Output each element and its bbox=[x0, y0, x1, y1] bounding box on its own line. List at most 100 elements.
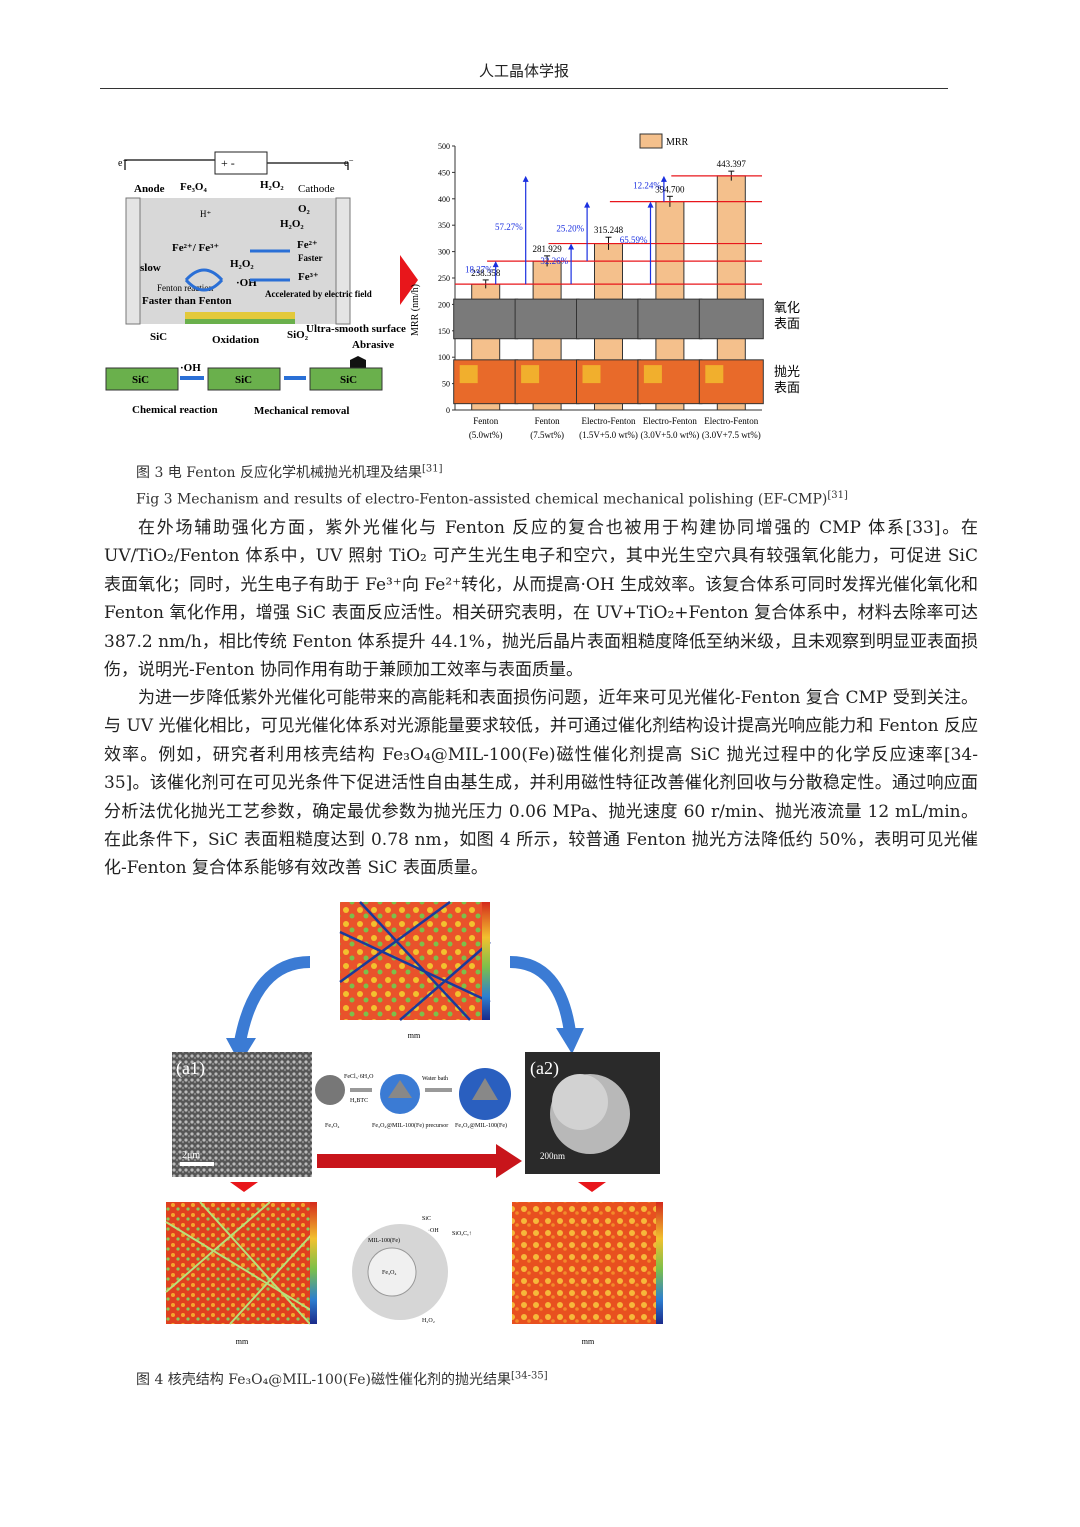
h2o2-mid-label: H₂O₂ bbox=[280, 218, 304, 230]
percent-label-3: 25.20% bbox=[556, 223, 584, 233]
sic-1-label: SiC bbox=[132, 374, 149, 386]
x-tick-label-4: Electro-Fenton bbox=[643, 416, 697, 426]
e-minus-left: e⁻ bbox=[118, 158, 128, 169]
faster-than-fenton-label: Faster than Fenton bbox=[142, 295, 232, 307]
accelerated-label: Accelerated by electric field bbox=[265, 289, 372, 299]
chemical-reaction-label: Chemical reaction bbox=[132, 404, 218, 416]
cathode-label: Cathode bbox=[298, 183, 335, 195]
polished-surface-texture-3 bbox=[582, 365, 601, 384]
synth-fe3o4: Fe₃O₄ bbox=[325, 1123, 340, 1129]
afm-left-xlabel: mm bbox=[236, 1337, 249, 1346]
h2o2-top-label: H₂O₂ bbox=[260, 179, 284, 191]
x-tick-label-2: Fenton bbox=[535, 416, 561, 426]
y-tick-label: 100 bbox=[438, 353, 450, 362]
x-tick-label-1: Fenton bbox=[473, 416, 499, 426]
anode-label: Anode bbox=[134, 183, 165, 195]
y-tick-label: 150 bbox=[438, 327, 450, 336]
bar-value-label-2: 281.929 bbox=[532, 244, 562, 254]
side-label-polished-1: 抛光 bbox=[774, 364, 800, 379]
figure-4-caption: 图 4 核壳结构 Fe₃O₄@MIL-100(Fe)磁性催化剂的抛光结果[34-… bbox=[136, 1370, 548, 1388]
sic-3-label: SiC bbox=[340, 374, 357, 386]
oxidation-label: Oxidation bbox=[212, 334, 259, 346]
synth-reagent2: H₃BTC bbox=[350, 1098, 368, 1104]
body-paragraph-2: 为进一步降低紫外光催化可能带来的高能耗和表面损伤问题，近年来可见光催化-Fent… bbox=[104, 688, 978, 879]
oxidized-surface-image-4 bbox=[637, 298, 703, 340]
synth-reagent1: FeCl₃·6H₂O bbox=[344, 1074, 374, 1080]
sem-image-a1: (a1) 2μm bbox=[172, 1052, 312, 1177]
bar-value-label-4: 394.700 bbox=[655, 184, 685, 194]
x-tick-sublabel-2: (7.5wt%) bbox=[530, 430, 564, 440]
side-label-oxidized-1: 氧化 bbox=[774, 300, 800, 315]
x-tick-sublabel-3: (1.5V+5.0 wt%) bbox=[579, 430, 638, 440]
percent-label-2: 57.27% bbox=[495, 222, 523, 232]
scale-a2-label: 200nm bbox=[540, 1151, 565, 1161]
percent-label-6: 12.24% bbox=[633, 181, 661, 191]
improvement-arrowhead-3 bbox=[584, 201, 591, 208]
afm-top-xlabel: mm bbox=[408, 1031, 421, 1040]
mech-oh: ·OH bbox=[428, 1228, 439, 1234]
y-tick-label: 350 bbox=[438, 221, 450, 230]
e-minus-right: e⁻ bbox=[344, 158, 354, 169]
figure-4: mm (a1) 2μm FeCl₃·6H₂O H₃BTC Water bath … bbox=[165, 900, 663, 1346]
synth-precursor: Fe₃O₄@MIL-100(Fe) precursor bbox=[372, 1122, 448, 1129]
oh-bottom-label: ·OH bbox=[180, 362, 201, 374]
x-tick-sublabel-5: (3.0V+7.5 wt%) bbox=[702, 430, 761, 440]
mech-sic: SiC bbox=[422, 1216, 431, 1222]
left-curved-arrow bbox=[234, 956, 311, 1044]
panel-a2-label: (a2) bbox=[530, 1058, 559, 1079]
y-tick-label: 450 bbox=[438, 168, 450, 177]
h-plus-label: H⁺ bbox=[200, 209, 211, 219]
mech-product: SiOₓCᵧ↑ bbox=[452, 1231, 472, 1237]
polished-surface-texture-5 bbox=[705, 365, 724, 384]
improvement-arrowhead-1 bbox=[492, 261, 499, 268]
x-tick-label-5: Electro-Fenton bbox=[704, 416, 758, 426]
bar-value-label-1: 238.358 bbox=[471, 268, 501, 278]
ef-cmp-mechanism-diagram: + - e⁻ e⁻ Anode Fe₃O₄ H₂O₂ Cathode O₂ H⁺… bbox=[105, 151, 406, 417]
oxidized-surface-image-3 bbox=[576, 298, 641, 340]
y-tick-label: 0 bbox=[446, 406, 450, 415]
mrr-bar-chart: MRR (nm/h) MRR 氧化 表面 抛光 表面 0501001502002… bbox=[410, 133, 800, 440]
x-tick-label-3: Electro-Fenton bbox=[582, 416, 636, 426]
synth-product: Fe₃O₄@MIL-100(Fe) bbox=[455, 1122, 507, 1129]
sem-image-a2: (a2) 200nm bbox=[525, 1052, 660, 1174]
y-tick-label: 400 bbox=[438, 195, 450, 204]
faster-label: Faster bbox=[298, 253, 323, 263]
figure-3-caption-en: Fig 3 Mechanism and results of electro-F… bbox=[136, 490, 848, 508]
catalysis-mechanism: SiC ·OH SiOₓCᵧ↑ H₂O₂ MIL-100(Fe) Fe₃O₄ bbox=[352, 1216, 472, 1324]
bar-value-label-3: 315.248 bbox=[594, 225, 624, 235]
improvement-arrowhead-4 bbox=[568, 243, 575, 250]
big-red-arrow-body bbox=[317, 1154, 497, 1168]
synthesis-scheme: FeCl₃·6H₂O H₃BTC Water bath Fe₃O₄ Fe₃O₄@… bbox=[315, 1068, 511, 1129]
y-tick-label: 500 bbox=[438, 142, 450, 151]
polished-surface-texture-2 bbox=[521, 365, 540, 384]
right-curved-arrow bbox=[509, 956, 576, 1033]
o2-label: O₂ bbox=[298, 203, 311, 215]
scale-a1-label: 2μm bbox=[182, 1150, 200, 1161]
x-tick-sublabel-1: (5.0wt%) bbox=[469, 430, 503, 440]
percent-label-1: 18.27% bbox=[465, 265, 493, 275]
result-pointer-arrow bbox=[400, 255, 418, 305]
sio2-label: SiO₂ bbox=[287, 329, 309, 341]
y-tick-label: 200 bbox=[438, 300, 450, 309]
improvement-arrowhead-5 bbox=[647, 201, 654, 208]
side-label-polished-2: 表面 bbox=[774, 380, 800, 395]
percent-label-5: 65.59% bbox=[620, 235, 648, 245]
figure-3: + - e⁻ e⁻ Anode Fe₃O₄ H₂O₂ Cathode O₂ H⁺… bbox=[105, 133, 800, 440]
polished-surface-texture-4 bbox=[643, 365, 662, 384]
oxidized-surface-image-5 bbox=[698, 298, 764, 340]
oxidized-surface-image-2 bbox=[514, 298, 580, 340]
panel-a1-label: (a1) bbox=[176, 1058, 205, 1079]
improvement-arrowhead-2 bbox=[522, 175, 529, 182]
fe2-right-label: Fe²⁺ bbox=[297, 239, 318, 251]
ultra-smooth-label: Ultra-smooth surface bbox=[306, 323, 406, 335]
fe3o4-label: Fe₃O₄ bbox=[180, 181, 207, 193]
x-tick-sublabel-4: (3.0V+5.0 wt%) bbox=[640, 430, 699, 440]
sic-left-label: SiC bbox=[150, 331, 167, 343]
journal-header: 人工晶体学报 bbox=[478, 62, 569, 80]
body-paragraph-1: 在外场辅助强化方面，紫外光催化与 Fenton 反应的复合也被用于构建协同增强的… bbox=[104, 518, 978, 681]
mech-shell: MIL-100(Fe) bbox=[368, 1237, 400, 1244]
polished-surface-texture-1 bbox=[459, 365, 478, 384]
abrasive-label: Abrasive bbox=[352, 339, 394, 351]
slow-label: slow bbox=[140, 262, 161, 274]
improvement-arrowhead-6 bbox=[660, 175, 667, 182]
